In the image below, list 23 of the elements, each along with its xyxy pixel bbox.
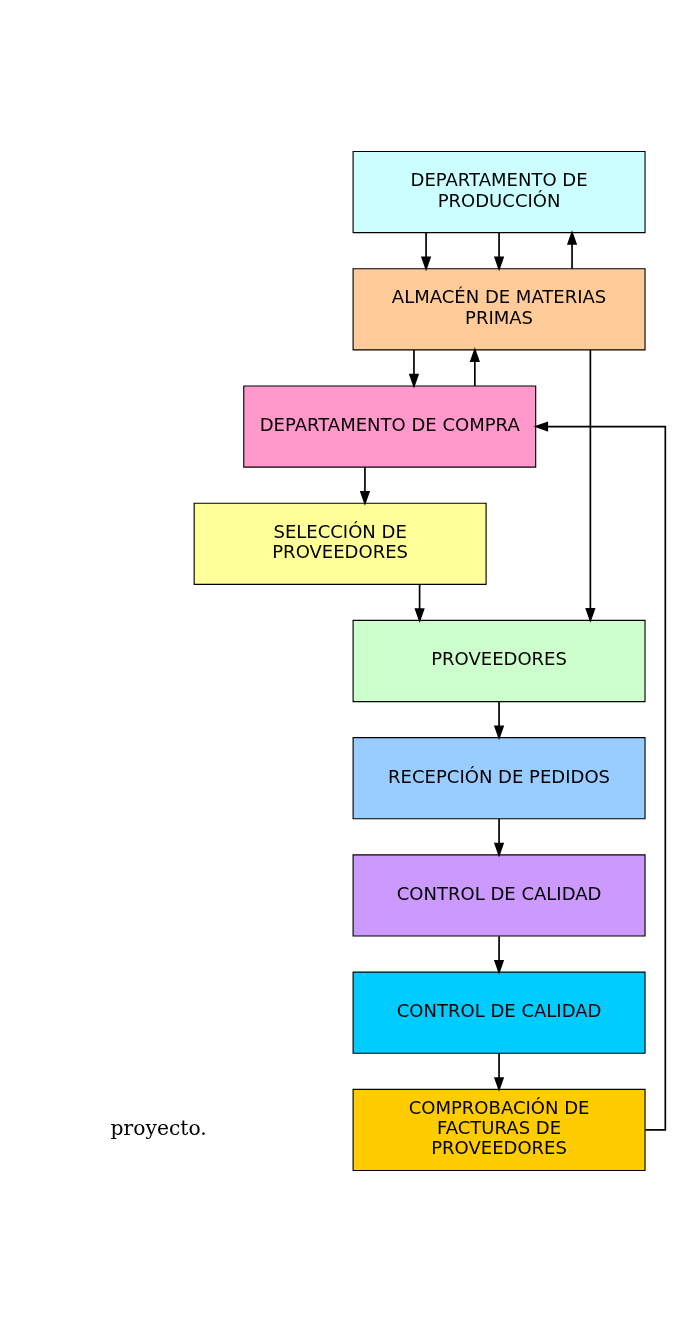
arrow [414,583,425,623]
arrow [469,347,480,387]
node-box: CONTROL DE CALIDAD [352,854,646,937]
arrow [420,231,432,272]
arrow [585,349,596,623]
arrow [359,466,371,506]
arrow [493,818,505,858]
node-box: PROVEEDORES [352,619,646,703]
node-box: ALMACÉN DE MATERIAS PRIMAS [352,268,646,351]
node-box: CONTROL DE CALIDAD [352,971,646,1054]
arrow [493,1052,505,1092]
node-box: DEPARTAMENTO DE COMPRA [243,385,537,468]
arrow [493,935,505,975]
arrow [408,349,420,389]
arrow [533,421,667,1131]
node-box: RECEPCIÓN DE PEDIDOS [352,737,646,820]
node-box: SELECCIÓN DE PROVEEDORES [193,502,487,585]
arrow [493,231,505,272]
node-box: DEPARTAMENTO DE PRODUCCIÓN [352,150,646,234]
arrow [566,230,578,270]
node-box: COMPROBACIÓN DE FACTURAS DE PROVEEDORES [352,1088,646,1172]
arrow [493,700,505,741]
label: proyecto. [110,1115,207,1140]
